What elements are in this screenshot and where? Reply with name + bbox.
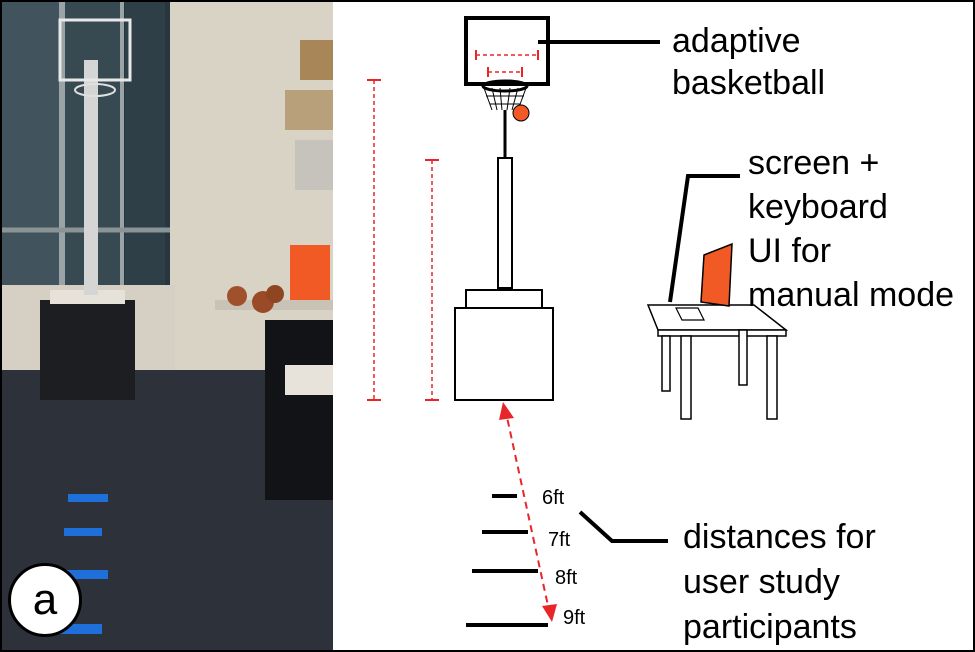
label-basketball: basketball [672,64,826,102]
label-distances-for: distances for [683,518,876,556]
arrow-head-bottom [542,604,557,622]
label-adaptive: adaptive [672,22,801,60]
label-keyboard: keyboard [748,188,888,226]
tape-marker [68,494,108,502]
leader-screen [668,174,740,303]
label-user-study: user study [683,563,840,601]
distance-label-8ft: 8ft [555,567,578,589]
screen [700,242,733,307]
distance-arrow [504,407,551,616]
tape-marker [62,570,108,579]
label-participants: participants [683,608,857,646]
tape-marker [60,624,102,634]
photo-panel [0,0,333,652]
net [483,87,527,111]
label-screen: screen + [748,144,880,182]
rim [481,79,529,93]
desk-diagram [646,174,789,420]
distance-diagram [466,402,668,627]
hoop-diagram [367,16,660,401]
label-ui-for: UI for [748,232,832,270]
pole [497,157,513,289]
base [454,307,554,401]
distance-label-6ft: 6ft [542,487,565,509]
base-top [465,289,543,309]
arrow-head-top [499,402,514,420]
leader-distances [578,510,668,543]
ball [512,104,530,122]
backboard [464,16,550,86]
keyboard [675,307,705,321]
distance-label-7ft: 7ft [548,529,571,551]
tape-marker [64,528,102,536]
panel-letter: a [8,563,82,637]
distance-label-9ft: 9ft [563,607,586,629]
label-manual-mode: manual mode [748,276,955,314]
